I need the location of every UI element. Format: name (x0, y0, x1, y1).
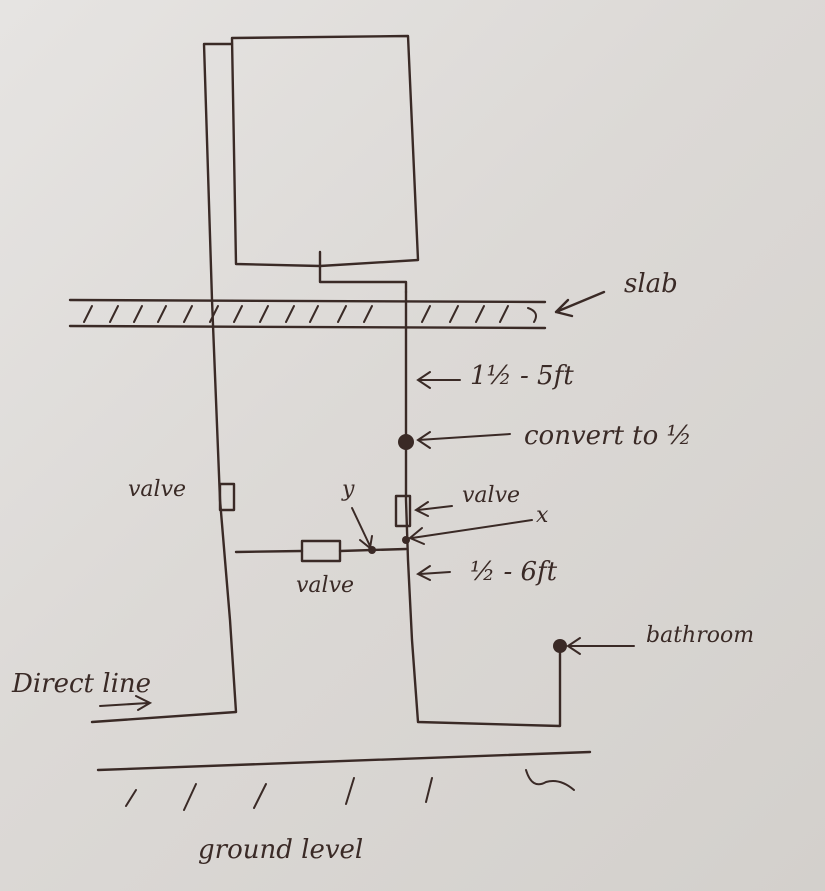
valve-mid-symbol (300, 539, 342, 563)
tank-outline (230, 34, 420, 268)
valve-right-label: valve (462, 483, 520, 508)
annotation-arrows (351, 371, 635, 655)
pipe-0-5-label: ½ - 6ft (470, 557, 558, 587)
convert-label: convert to ½ (524, 421, 692, 451)
ground-line (96, 750, 592, 772)
valve-right-symbol (394, 494, 412, 528)
bathroom-label: bathroom (646, 623, 754, 648)
valve-left-label: valve (128, 477, 186, 502)
reducer-point (398, 434, 414, 450)
slab-arrow (554, 290, 606, 318)
ground-level-label: ground level (198, 835, 363, 865)
direct-line-pipe (90, 42, 238, 724)
tank-outlet-pipe (318, 250, 408, 294)
slab-top-line (68, 298, 547, 304)
junction-x-point (402, 536, 410, 544)
slab-hatching (83, 305, 537, 323)
ground-hatching (125, 769, 575, 811)
y-mark-label: y (341, 477, 355, 502)
x-mark-label: x (536, 503, 549, 528)
direct-line-arrow (99, 695, 153, 711)
branch-pipe (234, 547, 408, 554)
pipe-1-5-label: 1½ - 5ft (470, 361, 574, 391)
slab-label: slab (624, 269, 678, 299)
bathroom-outlet-point (553, 639, 567, 653)
valve-left-symbol (218, 482, 236, 512)
direct-line-label: Direct line (11, 669, 151, 699)
valve-mid-label: valve (296, 573, 354, 598)
slab-bottom-line (68, 324, 547, 330)
